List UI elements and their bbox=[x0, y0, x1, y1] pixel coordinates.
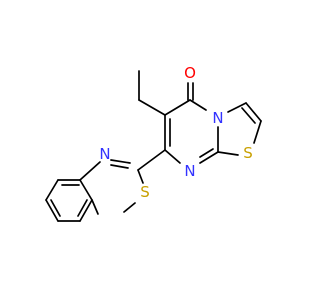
bond bbox=[253, 120, 262, 144]
sulfur-label: S bbox=[243, 144, 253, 162]
oxygen-label: O bbox=[184, 64, 196, 82]
bond bbox=[79, 199, 93, 222]
nitrogen-label: N bbox=[184, 162, 195, 180]
bond bbox=[189, 99, 207, 111]
bond bbox=[138, 99, 166, 116]
bond bbox=[164, 149, 181, 164]
bond bbox=[110, 164, 129, 169]
bond bbox=[199, 148, 214, 158]
bond bbox=[45, 179, 59, 201]
atom-labels: N S N N S O bbox=[99, 64, 252, 201]
bond bbox=[245, 102, 262, 122]
bond bbox=[137, 169, 144, 184]
sulfur-label: S bbox=[140, 183, 150, 201]
bond bbox=[91, 199, 99, 215]
bond bbox=[241, 107, 256, 124]
bond bbox=[199, 151, 219, 164]
bond bbox=[77, 199, 88, 217]
bond bbox=[227, 102, 247, 113]
bond bbox=[79, 161, 101, 181]
bond bbox=[79, 179, 93, 201]
nitrogen-label: N bbox=[99, 145, 110, 163]
molecule-diagram: N S N N S O bbox=[45, 64, 262, 222]
structure-canvas: N S N N S O bbox=[45, 64, 262, 222]
bonds bbox=[45, 70, 262, 222]
bond bbox=[123, 202, 136, 213]
nitrogen-label: N bbox=[212, 109, 223, 127]
bond bbox=[45, 199, 59, 222]
bond bbox=[217, 151, 239, 156]
bond bbox=[110, 159, 131, 164]
bond bbox=[137, 149, 166, 171]
bond bbox=[164, 99, 191, 116]
bond bbox=[50, 199, 61, 217]
